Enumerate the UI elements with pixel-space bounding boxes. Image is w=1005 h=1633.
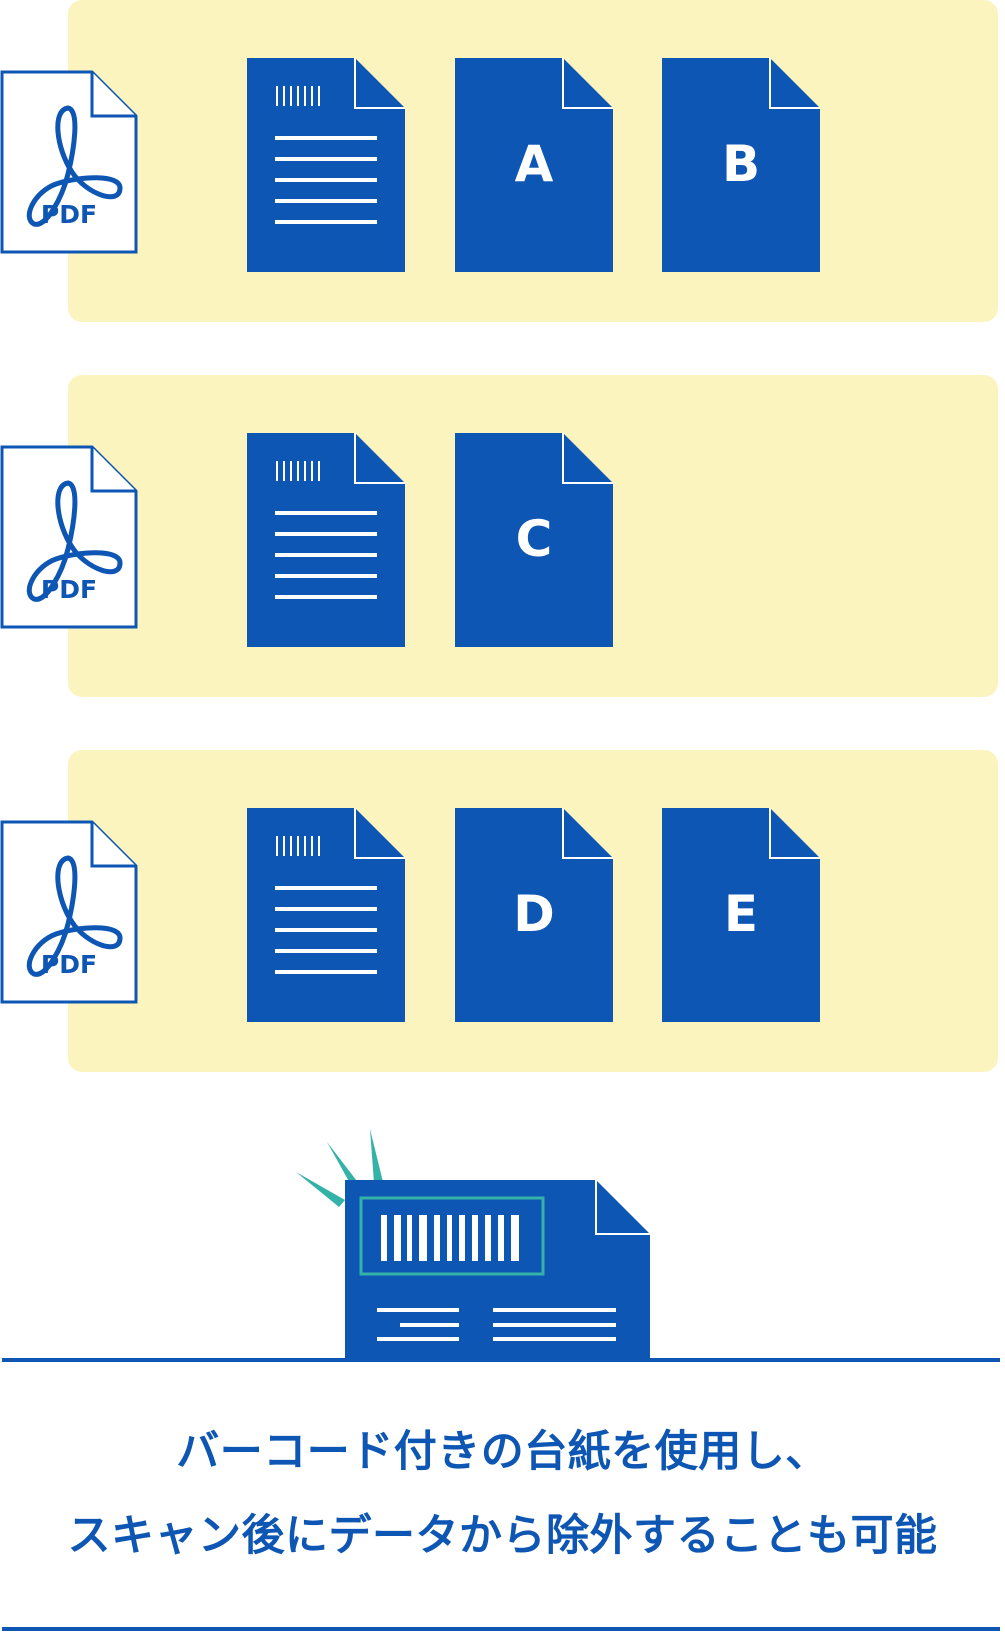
- document-b: B: [662, 58, 820, 272]
- caption-line-1: バーコード付きの台紙を使用し、: [176, 1427, 829, 1477]
- pdf-file-icon: PDF: [0, 445, 138, 629]
- document-letter: B: [721, 135, 761, 193]
- document-a: A: [455, 58, 613, 272]
- document-letter: C: [515, 510, 553, 568]
- barcode-sheet-document: [247, 433, 405, 647]
- barcode-sheet-document: [247, 58, 405, 272]
- document-letter: E: [723, 885, 759, 943]
- document-d: D: [455, 808, 613, 1022]
- pdf-label: PDF: [40, 200, 98, 229]
- sparkle-icon: [370, 1129, 383, 1183]
- barcode-sheet-document: [247, 808, 405, 1022]
- document-e: E: [662, 808, 820, 1022]
- top-divider: [2, 1358, 1000, 1362]
- caption-line-2: スキャン後にデータから除外することも可能: [67, 1511, 938, 1561]
- barcode-icon: [381, 1215, 519, 1261]
- pdf-file-icon: PDF: [0, 70, 138, 254]
- sparkle-icon: [296, 1172, 345, 1207]
- bottom-divider: [2, 1627, 1000, 1631]
- pdf-label: PDF: [40, 575, 98, 604]
- document-letter: D: [513, 885, 555, 943]
- barcode-separator-sheet-illustration: [296, 1129, 650, 1361]
- document-letter: A: [514, 135, 554, 193]
- pdf-label: PDF: [40, 950, 98, 979]
- document-c: C: [455, 433, 613, 647]
- pdf-file-icon: PDF: [0, 820, 138, 1004]
